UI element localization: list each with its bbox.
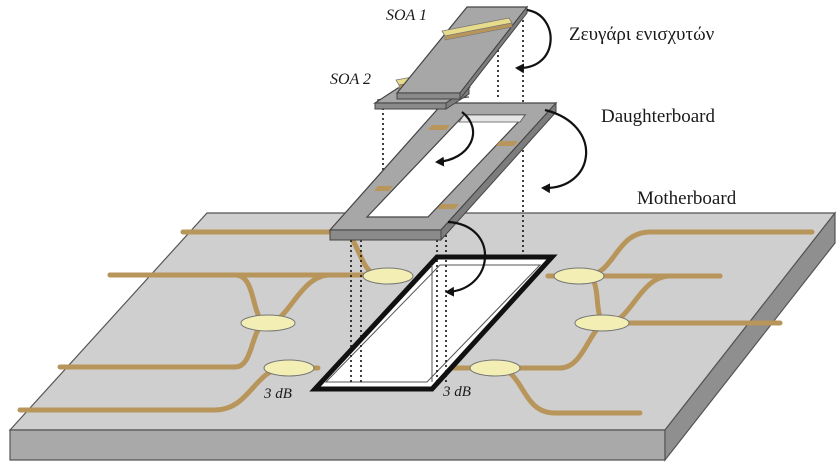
curved-arrow-icon (515, 8, 552, 74)
curved-arrow-icon (435, 111, 475, 167)
coupler-left-mid (240, 314, 296, 332)
soa-2-front (374, 102, 447, 110)
soa-1-front (396, 92, 461, 100)
couplers (240, 267, 630, 377)
pad (437, 204, 459, 209)
coupler-left-bottom (263, 359, 315, 377)
soa-1-chip (395, 5, 529, 101)
coupler-right-bottom (469, 359, 521, 377)
soa-1-side (459, 5, 528, 101)
motherboard-side (664, 211, 836, 462)
soa-1-strip-edge (444, 22, 513, 41)
curved-arrow-icon (445, 220, 487, 297)
motherboard-cutout-inner (324, 264, 542, 383)
daughterboard (328, 101, 558, 242)
daughterboard-side (440, 101, 557, 242)
coupler-left-top (362, 267, 414, 285)
daughterboard-window-wall (458, 114, 526, 123)
amplifier-pair-label: Ζευγάρι ενισχυτών (569, 24, 715, 45)
arrows (435, 8, 588, 297)
motherboard-label: Motherboard (637, 188, 737, 209)
daughterboard-label: Daughterboard (601, 106, 715, 127)
motherboard-cutout (309, 254, 558, 392)
daughterboard-front (329, 229, 442, 241)
soa-2-label: SOA 2 (330, 71, 371, 88)
motherboard-front (9, 429, 666, 461)
pad (428, 125, 450, 130)
curved-arrow-icon (541, 108, 588, 194)
coupler-right-top (553, 267, 605, 285)
alignment-lines (350, 20, 524, 385)
daughterboard-pads (374, 125, 518, 209)
coupler-label-right: 3 dB (442, 384, 471, 400)
coupler-right-mid (574, 314, 630, 332)
soa-1-label: SOA 1 (386, 7, 427, 24)
motherboard: 3 dB 3 dB (8, 211, 837, 462)
pad (496, 141, 518, 146)
coupler-label-left: 3 dB (263, 386, 292, 402)
pad (374, 186, 393, 191)
